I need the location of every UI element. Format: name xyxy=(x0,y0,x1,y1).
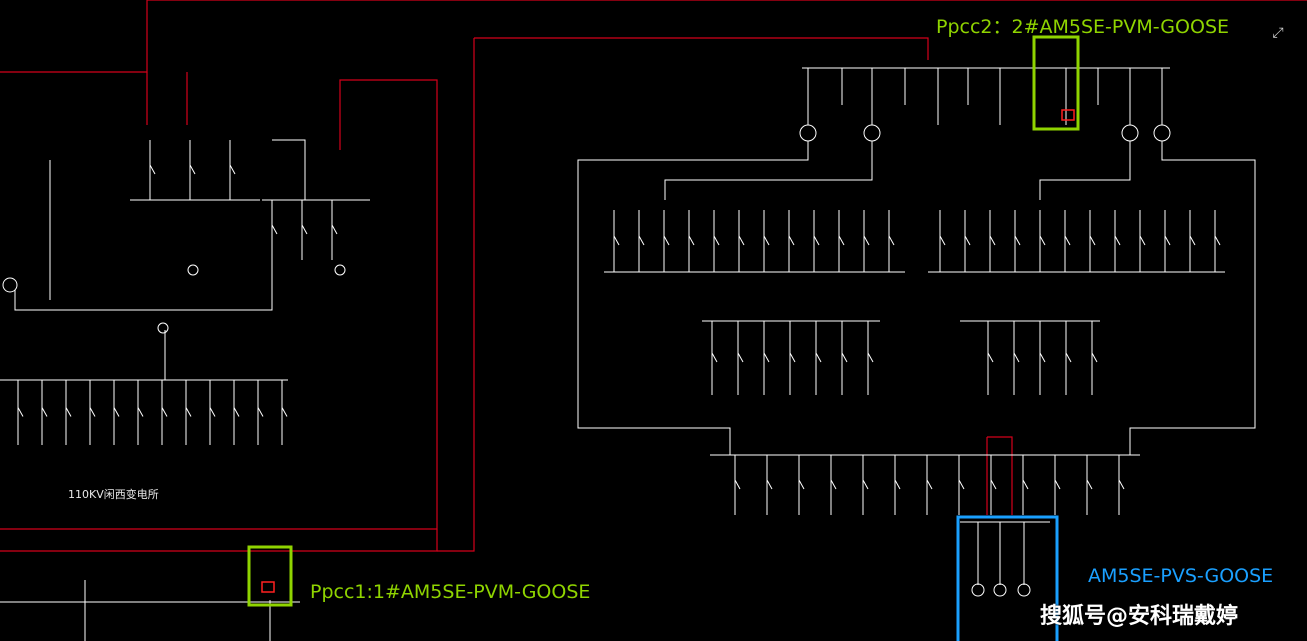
pvs-transformers xyxy=(971,522,1031,597)
switch-symbol xyxy=(1189,235,1196,246)
expand-icon[interactable]: ⤢ xyxy=(1272,25,1284,41)
switch-symbol xyxy=(185,407,192,417)
feeder-drops xyxy=(17,140,1221,515)
switch-symbol xyxy=(888,235,895,246)
switch-symbol xyxy=(798,479,805,490)
switch-symbol xyxy=(331,224,338,235)
switch-symbol xyxy=(1214,235,1221,246)
switch-symbol xyxy=(841,352,848,363)
substation-label: 110KV闲西变电所 xyxy=(68,488,159,501)
tie-lines xyxy=(0,0,1307,552)
switch-symbol xyxy=(1014,235,1021,246)
switch-symbol xyxy=(281,407,288,417)
switch-symbol xyxy=(815,352,822,363)
switch-symbol xyxy=(161,407,168,417)
ppcc2-device-marker xyxy=(1061,109,1075,121)
switch-symbol xyxy=(229,164,236,175)
switch-symbol xyxy=(926,479,933,490)
switch-symbol xyxy=(789,352,796,363)
switch-symbol xyxy=(257,407,264,417)
switch-symbol xyxy=(838,235,845,246)
switch-symbol xyxy=(1013,352,1020,363)
switch-symbol xyxy=(894,479,901,490)
switch-symbol xyxy=(1064,235,1071,246)
switch-symbol xyxy=(271,224,278,235)
switch-symbol xyxy=(688,235,695,246)
ppcc1-device-marker xyxy=(261,581,275,593)
switch-symbol xyxy=(763,235,770,246)
switch-symbol xyxy=(713,235,720,246)
switch-symbol xyxy=(89,407,96,417)
switch-symbol xyxy=(41,407,48,417)
switch-symbol xyxy=(867,352,874,363)
switch-symbol xyxy=(813,235,820,246)
switch-symbol xyxy=(1039,235,1046,246)
switch-symbol xyxy=(738,235,745,246)
switch-symbol xyxy=(1039,352,1046,363)
switch-symbol xyxy=(1091,352,1098,363)
ppcc1-annotation: Ppcc1:1#AM5SE-PVM-GOOSE xyxy=(310,581,591,603)
watermark: 搜狐号@安科瑞戴婷 xyxy=(1040,604,1239,629)
pvs-annotation: AM5SE-PVS-GOOSE xyxy=(1088,565,1274,587)
switch-symbol xyxy=(1089,235,1096,246)
switch-symbol xyxy=(1164,235,1171,246)
switch-symbol xyxy=(763,352,770,363)
switch-symbol xyxy=(990,479,997,490)
switch-symbol xyxy=(862,479,869,490)
switch-symbol xyxy=(737,352,744,363)
switch-symbol xyxy=(613,235,620,246)
switch-symbol xyxy=(189,164,196,175)
switch-symbol xyxy=(1118,479,1125,490)
switch-symbol xyxy=(1065,352,1072,363)
switch-symbol xyxy=(734,479,741,490)
left-diagram-lines xyxy=(0,139,370,641)
switch-symbol xyxy=(863,235,870,246)
switch-symbol xyxy=(65,407,72,417)
switch-symbol xyxy=(638,235,645,246)
switch-symbol xyxy=(989,235,996,246)
switch-symbol xyxy=(233,407,240,417)
switch-symbol xyxy=(987,352,994,363)
switch-symbol xyxy=(788,235,795,246)
switch-symbol xyxy=(1139,235,1146,246)
switch-symbol xyxy=(766,479,773,490)
ppcc1-highlight-box xyxy=(247,545,293,607)
switch-symbol xyxy=(958,479,965,490)
switch-symbol xyxy=(1114,235,1121,246)
switch-symbol xyxy=(113,407,120,417)
switch-symbol xyxy=(209,407,216,417)
switch-symbol xyxy=(830,479,837,490)
switch-symbol xyxy=(939,235,946,246)
ppcc2-highlight-box xyxy=(1032,35,1080,131)
switch-symbol xyxy=(663,235,670,246)
switch-symbol xyxy=(301,224,308,235)
switch-symbol xyxy=(711,352,718,363)
switch-symbol xyxy=(149,164,156,175)
switch-symbol xyxy=(964,235,971,246)
ppcc2-annotation: Ppcc2：2#AM5SE-PVM-GOOSE xyxy=(936,16,1230,38)
switch-symbol xyxy=(1022,479,1029,490)
pvs-highlight-box xyxy=(956,515,1059,641)
diagram-lines xyxy=(577,67,1256,523)
switch-symbol xyxy=(17,407,24,417)
switch-symbol xyxy=(1054,479,1061,490)
switch-symbol xyxy=(1086,479,1093,490)
switch-symbol xyxy=(137,407,144,417)
